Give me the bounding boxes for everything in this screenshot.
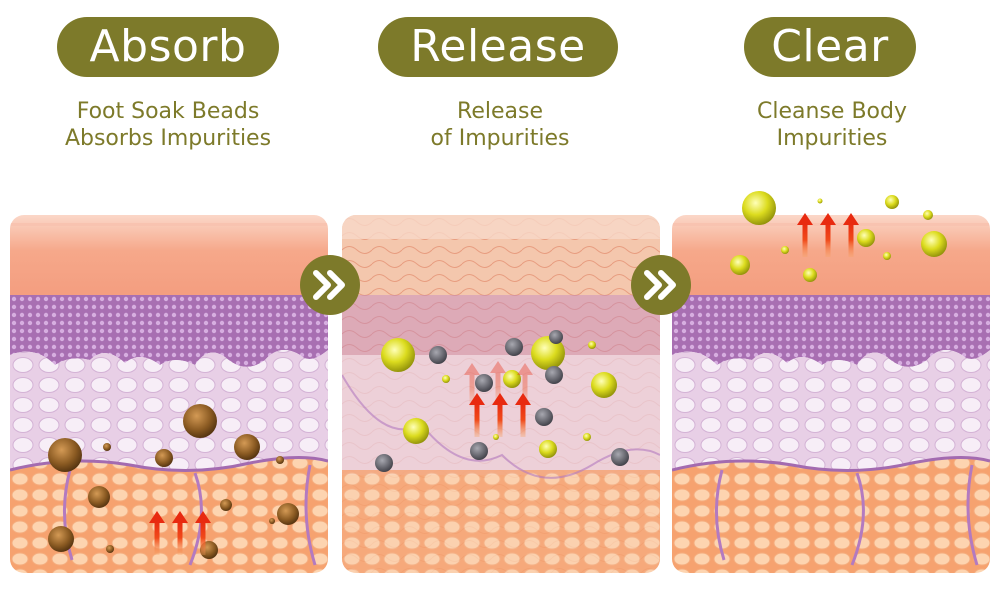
caption-line-2: Impurities xyxy=(776,126,888,151)
skin-panel-release xyxy=(342,215,660,573)
released-toxins xyxy=(730,191,947,282)
caption-line-1: Release xyxy=(457,99,543,124)
stage-title-pill: Absorb xyxy=(57,17,279,77)
double-chevron-right-icon xyxy=(644,270,676,300)
basal-layer xyxy=(672,295,990,367)
upward-flow-arrows xyxy=(149,511,211,555)
next-step-connector xyxy=(631,255,691,315)
skin-panel-absorb xyxy=(10,215,328,573)
stage-title: Release xyxy=(410,21,586,72)
stage-caption: Release of Impurities xyxy=(340,98,660,152)
impurity-particles xyxy=(48,404,299,559)
upward-flow-arrows xyxy=(797,213,859,257)
double-chevron-right-icon xyxy=(313,270,345,300)
stage-title-pill: Release xyxy=(378,17,618,77)
epidermis-layer xyxy=(10,215,328,305)
stage-caption: Cleanse Body Impurities xyxy=(672,98,992,152)
caption-line-2: Absorbs Impurities xyxy=(64,126,272,151)
caption-line-1: Cleanse Body xyxy=(757,99,907,124)
dermis-layer xyxy=(672,350,990,475)
fat-layer xyxy=(10,457,328,573)
stage-caption: Foot Soak Beads Absorbs Impurities xyxy=(8,98,328,152)
epidermis-layer xyxy=(672,215,990,305)
fat-layer xyxy=(672,457,990,573)
basal-layer xyxy=(10,295,328,367)
caption-line-2: of Impurities xyxy=(430,126,570,151)
caption-line-1: Foot Soak Beads xyxy=(76,99,260,124)
next-step-connector xyxy=(300,255,360,315)
stage-title: Clear xyxy=(771,21,889,72)
skin-panel-clear xyxy=(672,215,990,573)
stage-title-pill: Clear xyxy=(744,17,916,77)
stage-title: Absorb xyxy=(89,21,247,72)
toxin-particles xyxy=(375,330,629,472)
